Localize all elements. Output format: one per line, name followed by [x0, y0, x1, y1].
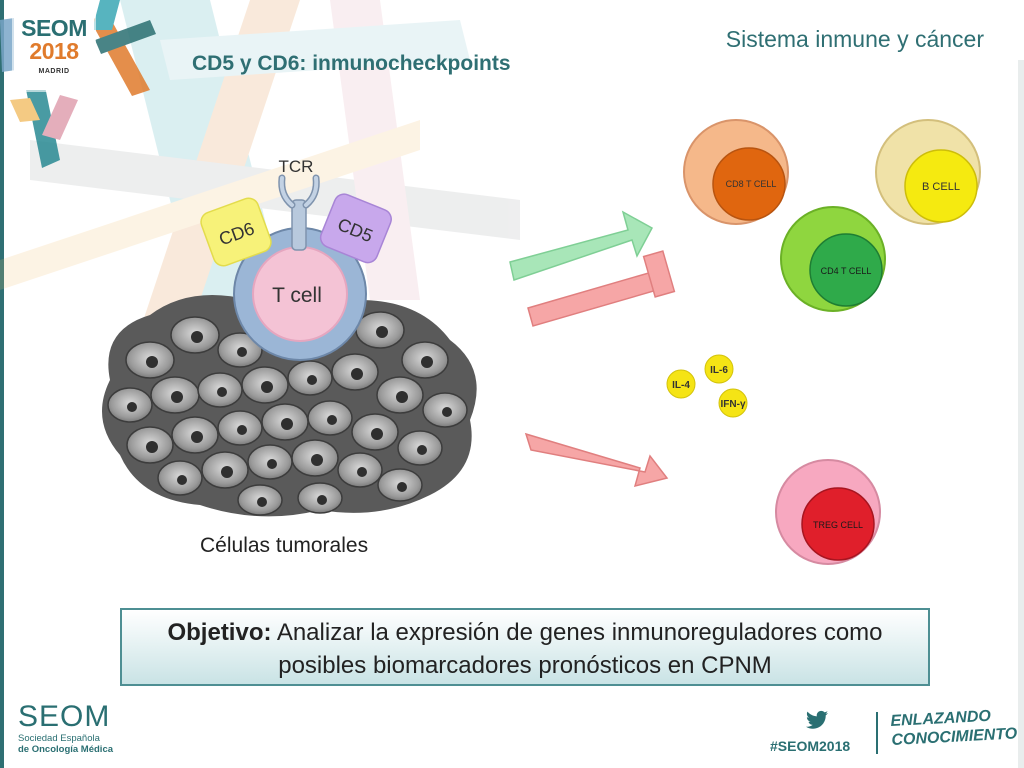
cd4-t-cell: CD4 T CELL	[780, 206, 886, 312]
treg-activation-arrow	[524, 432, 669, 488]
footer-org-line1: Sociedad Española	[18, 733, 100, 744]
hashtag[interactable]: #SEOM2018	[770, 738, 851, 754]
cd5-receptor: CD5	[319, 193, 392, 264]
logo-year: 2018	[29, 38, 79, 64]
slogan: ENLAZANDO CONOCIMIENTO	[890, 705, 1018, 750]
treg-label: TREG CELL	[813, 520, 863, 530]
logo-city: MADRID	[38, 68, 70, 75]
cytokine-ifn: IFN-γ	[718, 388, 748, 418]
logo-brand: SEOM	[21, 15, 87, 41]
cd4-label: CD4 T CELL	[821, 266, 872, 276]
objective-box: Objetivo: Analizar la expresión de genes…	[120, 608, 930, 686]
t-cell: T cell	[233, 227, 367, 361]
seom-2018-logo: SEOM 2018 MADRID	[14, 8, 94, 90]
footer-org-line2: de Oncología Médica	[18, 744, 114, 755]
cytokine-il4: IL-4	[666, 369, 696, 399]
il4-label: IL-4	[672, 380, 690, 391]
cytokine-il6: IL-6	[704, 354, 734, 384]
activation-arrow	[509, 210, 654, 281]
footer-org-name: Sociedad Española de Oncología Médica	[18, 733, 113, 755]
ifn-label: IFN-γ	[721, 399, 746, 410]
b-cell: B CELL	[875, 119, 981, 225]
cd8-t-cell: CD8 T CELL	[683, 119, 789, 225]
footer-divider	[876, 712, 878, 754]
footer-seom-logo: SEOM	[18, 700, 111, 733]
left-accent-bar	[0, 0, 4, 768]
tumor-cell-cluster	[102, 292, 477, 517]
objective-label: Objetivo:	[167, 619, 272, 646]
page-title: CD5 y CD6: inmunocheckpoints	[192, 52, 511, 75]
t-cell-label: T cell	[272, 284, 322, 307]
il6-label: IL-6	[710, 365, 728, 376]
inhibition-arrow	[527, 250, 676, 327]
immune-diagram: T cell TCR CD6 CD5 CD8 T CELL B CELL CD4…	[102, 119, 981, 565]
tcr-receptor	[278, 174, 320, 251]
twitter-icon[interactable]	[806, 710, 828, 730]
treg-cell: TREG CELL	[775, 459, 881, 565]
right-accent-bar	[1018, 60, 1024, 768]
cd6-receptor: CD6	[200, 197, 272, 267]
section-title: Sistema inmune y cáncer	[725, 26, 984, 52]
b-cell-label: B CELL	[922, 181, 960, 193]
tumor-cells-caption: Células tumorales	[200, 534, 369, 557]
objective-text: Analizar la expresión de genes inmunoreg…	[271, 619, 883, 679]
cd8-label: CD8 T CELL	[726, 179, 777, 189]
tcr-label: TCR	[279, 157, 314, 176]
